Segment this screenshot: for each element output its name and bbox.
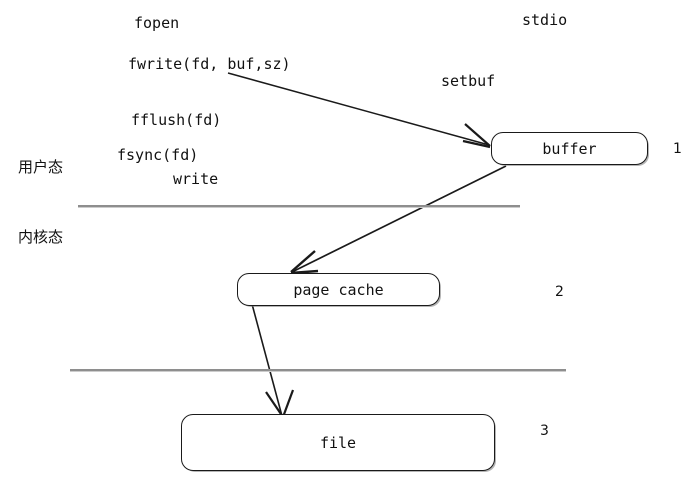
node-page-cache-label: page cache: [293, 280, 384, 299]
step-number-file: 3: [540, 423, 549, 439]
step-number-page-cache: 2: [555, 284, 564, 300]
step-number-buffer: 1: [673, 141, 682, 157]
user-kernel-divider: [78, 205, 520, 208]
label-write: write: [173, 170, 219, 188]
label-stdio: stdio: [522, 11, 568, 29]
node-buffer-label: buffer: [542, 139, 597, 158]
node-file-label: file: [319, 433, 357, 452]
label-kernel-mode: 内核态: [18, 228, 64, 246]
edge-buffer-to-page-cache: [290, 165, 507, 275]
label-fwrite: fwrite(fd, buf,sz): [128, 55, 291, 73]
node-buffer[interactable]: buffer: [491, 132, 648, 165]
label-fopen: fopen: [134, 14, 180, 32]
kernel-device-divider: [70, 369, 566, 372]
node-page-cache[interactable]: page cache: [237, 273, 440, 306]
label-fsync: fsync(fd): [117, 146, 199, 164]
label-fflush: fflush(fd): [131, 111, 222, 129]
node-file[interactable]: file: [181, 414, 495, 471]
label-user-mode: 用户态: [18, 158, 64, 176]
edge-page-cache-to-file: [251, 303, 295, 418]
label-setbuf: setbuf: [441, 72, 496, 90]
